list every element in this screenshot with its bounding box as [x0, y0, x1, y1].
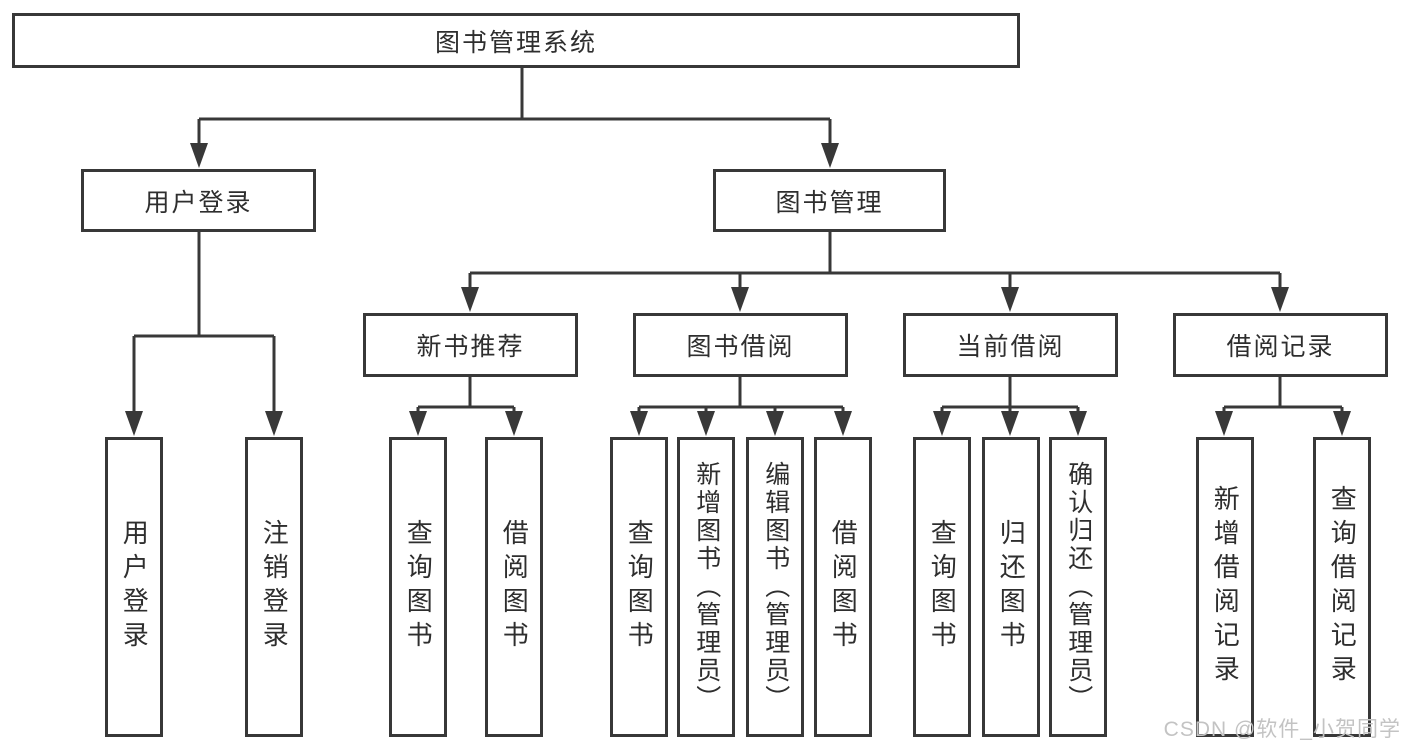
node-library-management-system: 图书管理系统 [12, 13, 1020, 68]
node-label: 查询借阅记录 [1327, 485, 1358, 689]
node-book-management-group: 图书管理 [713, 169, 946, 232]
node-new-book-recommend: 新书推荐 [363, 313, 578, 377]
node-label: 借阅图书 [828, 519, 859, 655]
node-user-login-group: 用户登录 [81, 169, 316, 232]
leaf-query-borrow-record: 查询借阅记录 [1313, 437, 1371, 737]
leaf-edit-books-admin: 编辑图书（管理员） [746, 437, 804, 737]
leaf-user-login: 用户登录 [105, 437, 163, 737]
node-borrowing-records: 借阅记录 [1173, 313, 1388, 377]
leaf-logout: 注销登录 [245, 437, 303, 737]
node-label: 借阅记录 [1226, 333, 1335, 361]
node-label: 编辑图书（管理员） [761, 461, 790, 713]
leaf-add-borrow-record: 新增借阅记录 [1196, 437, 1254, 737]
node-label: 图书管理系统 [434, 28, 597, 57]
node-label: 新增借阅记录 [1210, 485, 1241, 689]
node-label: 用户登录 [144, 188, 253, 217]
node-label: 当前借阅 [956, 333, 1065, 361]
leaf-query-books-recommend: 查询图书 [389, 437, 447, 737]
leaf-query-books-borrowing: 查询图书 [610, 437, 668, 737]
node-label: 图书借阅 [686, 333, 795, 361]
node-label: 借阅图书 [499, 519, 530, 655]
node-label: 查询图书 [624, 519, 655, 655]
node-label: 确认归还（管理员） [1064, 461, 1093, 713]
csdn-watermark: CSDN @软件_小贺同学 [1163, 718, 1401, 741]
node-label: 归还图书 [996, 519, 1027, 655]
leaf-borrow-books: 借阅图书 [814, 437, 872, 737]
node-label: 查询图书 [403, 519, 434, 655]
node-book-borrowing: 图书借阅 [633, 313, 848, 377]
node-label: 新增图书（管理员） [692, 461, 721, 713]
leaf-query-books-current: 查询图书 [913, 437, 971, 737]
node-current-borrowing: 当前借阅 [903, 313, 1118, 377]
leaf-borrow-books-recommend: 借阅图书 [485, 437, 543, 737]
node-label: 查询图书 [927, 519, 958, 655]
node-label: 图书管理 [775, 188, 884, 217]
arrowheads [125, 143, 1351, 436]
node-label: 新书推荐 [416, 333, 525, 361]
leaf-return-books: 归还图书 [982, 437, 1040, 737]
node-label: 用户登录 [119, 519, 150, 655]
node-label: 注销登录 [259, 519, 290, 655]
leaf-add-books-admin: 新增图书（管理员） [677, 437, 735, 737]
leaf-confirm-return-admin: 确认归还（管理员） [1049, 437, 1107, 737]
